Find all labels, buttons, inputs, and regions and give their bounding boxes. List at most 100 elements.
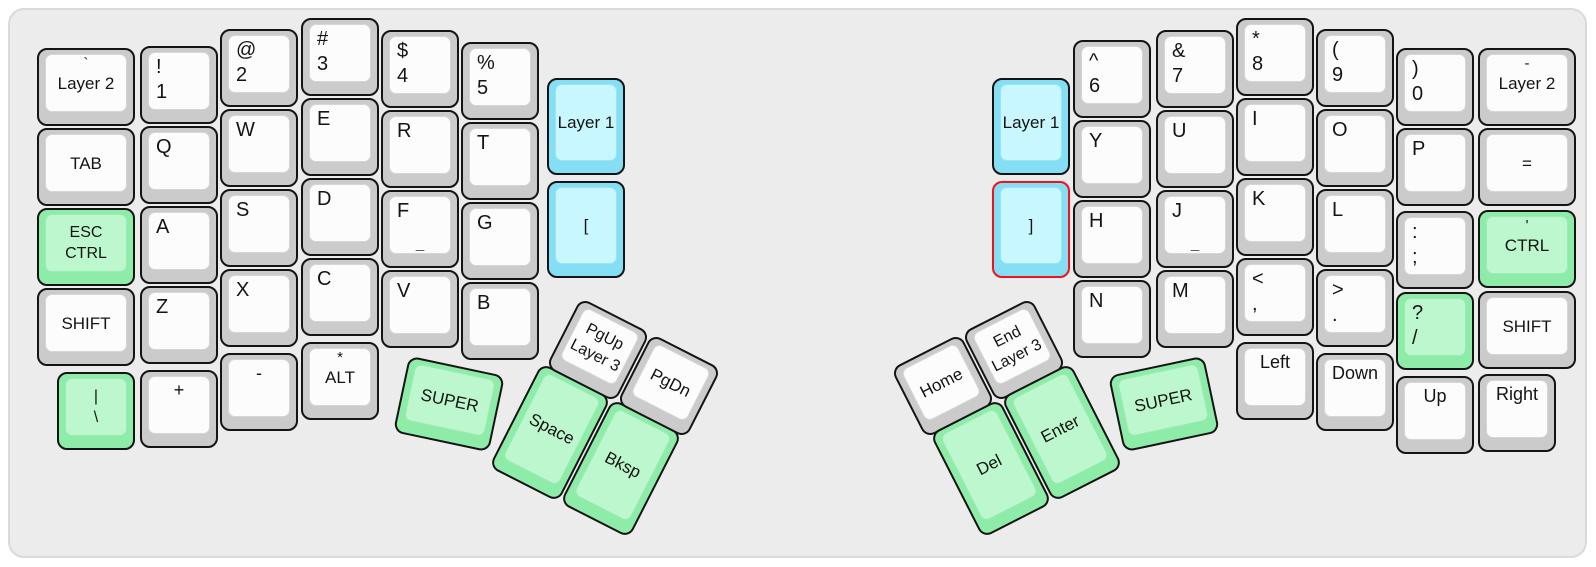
key-k[interactable]: K xyxy=(1236,178,1314,256)
keycap-top: SHIFT xyxy=(45,294,127,352)
key-m[interactable]: M xyxy=(1156,270,1234,348)
key-amp-7[interactable]: &7 xyxy=(1156,30,1234,108)
key-star-alt[interactable]: *ALT xyxy=(301,342,379,420)
key-s[interactable]: S xyxy=(220,189,298,267)
key-label: G xyxy=(477,212,493,234)
keycap-top: *8 xyxy=(1244,24,1306,82)
key-e[interactable]: E xyxy=(301,98,379,176)
key-h[interactable]: H xyxy=(1073,200,1151,278)
key-rbracket[interactable]: ] xyxy=(992,181,1070,278)
key-shift-left[interactable]: SHIFT xyxy=(37,288,135,366)
key-x[interactable]: X xyxy=(220,269,298,347)
keycap-top: C xyxy=(309,264,371,322)
key-label: U xyxy=(1172,120,1187,142)
key-shift-right[interactable]: SHIFT xyxy=(1478,291,1576,369)
key-j[interactable]: J_ xyxy=(1156,190,1234,268)
key-layer1-right[interactable]: Layer 1 xyxy=(992,78,1070,175)
key-label: - xyxy=(256,363,262,383)
key-layer1-left[interactable]: Layer 1 xyxy=(547,78,625,175)
key-equals[interactable]: = xyxy=(1478,128,1576,206)
key-y[interactable]: Y xyxy=(1073,120,1151,198)
keycap-top: Left xyxy=(1244,348,1306,406)
key-label: SUPER xyxy=(419,384,481,416)
key-down-key[interactable]: Down xyxy=(1316,353,1394,431)
key-z[interactable]: Z xyxy=(140,286,218,364)
keycap-top: W xyxy=(228,115,290,173)
keycap-top: $4 xyxy=(389,36,451,94)
key-label: H xyxy=(1089,210,1104,232)
key-t[interactable]: T xyxy=(461,122,539,200)
key-q[interactable]: Q xyxy=(140,126,218,204)
key-gt-period[interactable]: >. xyxy=(1316,269,1394,347)
key-dollar-4[interactable]: $4 xyxy=(381,30,459,108)
key-label: 0 xyxy=(1412,83,1424,105)
key-label: X xyxy=(236,279,250,301)
key-b[interactable]: B xyxy=(461,282,539,360)
key-excl-1[interactable]: !1 xyxy=(140,46,218,124)
key-u[interactable]: U xyxy=(1156,110,1234,188)
key-label: TAB xyxy=(70,153,102,173)
key-i[interactable]: I xyxy=(1236,98,1314,176)
keycap-top: SUPER xyxy=(1117,363,1210,437)
key-label: < xyxy=(1252,268,1264,290)
key-at-2[interactable]: @2 xyxy=(220,29,298,107)
key-plus[interactable]: + xyxy=(140,370,218,448)
keycap-top: N xyxy=(1081,286,1143,344)
keycap-top: Q xyxy=(148,132,210,190)
key-d[interactable]: D xyxy=(301,178,379,256)
key-a[interactable]: A xyxy=(140,206,218,284)
key-label: SHIFT xyxy=(61,313,111,333)
key-minus-layer2[interactable]: -Layer 2 xyxy=(1478,48,1576,126)
keycap-top: F_ xyxy=(389,196,451,254)
key-pct-5[interactable]: %5 xyxy=(461,42,539,120)
key-question-slash[interactable]: ?/ xyxy=(1396,292,1474,370)
key-lt-comma[interactable]: <, xyxy=(1236,258,1314,336)
key-l[interactable]: L xyxy=(1316,189,1394,267)
key-label: _ xyxy=(415,235,425,252)
key-lbracket[interactable]: [ xyxy=(547,181,625,278)
key-rparen-0[interactable]: )0 xyxy=(1396,48,1474,126)
key-o[interactable]: O xyxy=(1316,109,1394,187)
key-label: ; xyxy=(1412,246,1418,268)
key-lparen-9[interactable]: (9 xyxy=(1316,29,1394,107)
keycap-top: B xyxy=(469,288,531,346)
key-n[interactable]: N xyxy=(1073,280,1151,358)
key-label: Right xyxy=(1495,384,1539,404)
keycap-top: SHIFT xyxy=(1486,297,1568,355)
key-tab[interactable]: TAB xyxy=(37,128,135,206)
keycap-top: E xyxy=(309,104,371,162)
key-g[interactable]: G xyxy=(461,202,539,280)
key-label: CTRL xyxy=(65,245,107,262)
key-v[interactable]: V xyxy=(381,270,459,348)
keycap-top: - xyxy=(228,359,290,417)
key-up-key[interactable]: Up xyxy=(1396,376,1474,454)
key-asterisk-8[interactable]: *8 xyxy=(1236,18,1314,96)
keycap-top: + xyxy=(148,376,210,434)
key-p[interactable]: P xyxy=(1396,128,1474,206)
key-hash-3[interactable]: #3 xyxy=(301,18,379,96)
keycap-top: J_ xyxy=(1164,196,1226,254)
key-caret-6[interactable]: ^6 xyxy=(1073,40,1151,118)
key-pipe-backslash[interactable]: |\ xyxy=(57,372,135,450)
key-label: O xyxy=(1332,119,1348,141)
key-f[interactable]: F_ xyxy=(381,190,459,268)
key-w[interactable]: W xyxy=(220,109,298,187)
key-layer2-left[interactable]: `Layer 2 xyxy=(37,48,135,126)
key-right-key[interactable]: Right xyxy=(1478,374,1556,452)
keycap-top: TAB xyxy=(45,134,127,192)
key-minus[interactable]: - xyxy=(220,353,298,431)
keycap-top: X xyxy=(228,275,290,333)
key-label: Q xyxy=(156,136,172,158)
key-colon-semi[interactable]: :; xyxy=(1396,211,1474,289)
key-label: S xyxy=(236,199,250,221)
key-r[interactable]: R xyxy=(381,110,459,188)
key-label: & xyxy=(1172,40,1186,62)
key-label: [ xyxy=(583,216,589,235)
key-c[interactable]: C xyxy=(301,258,379,336)
keycap-top: >. xyxy=(1324,275,1386,333)
key-quote-ctrl[interactable]: 'CTRL xyxy=(1478,210,1576,288)
key-left-key[interactable]: Left xyxy=(1236,342,1314,420)
key-label: B xyxy=(477,292,491,314)
